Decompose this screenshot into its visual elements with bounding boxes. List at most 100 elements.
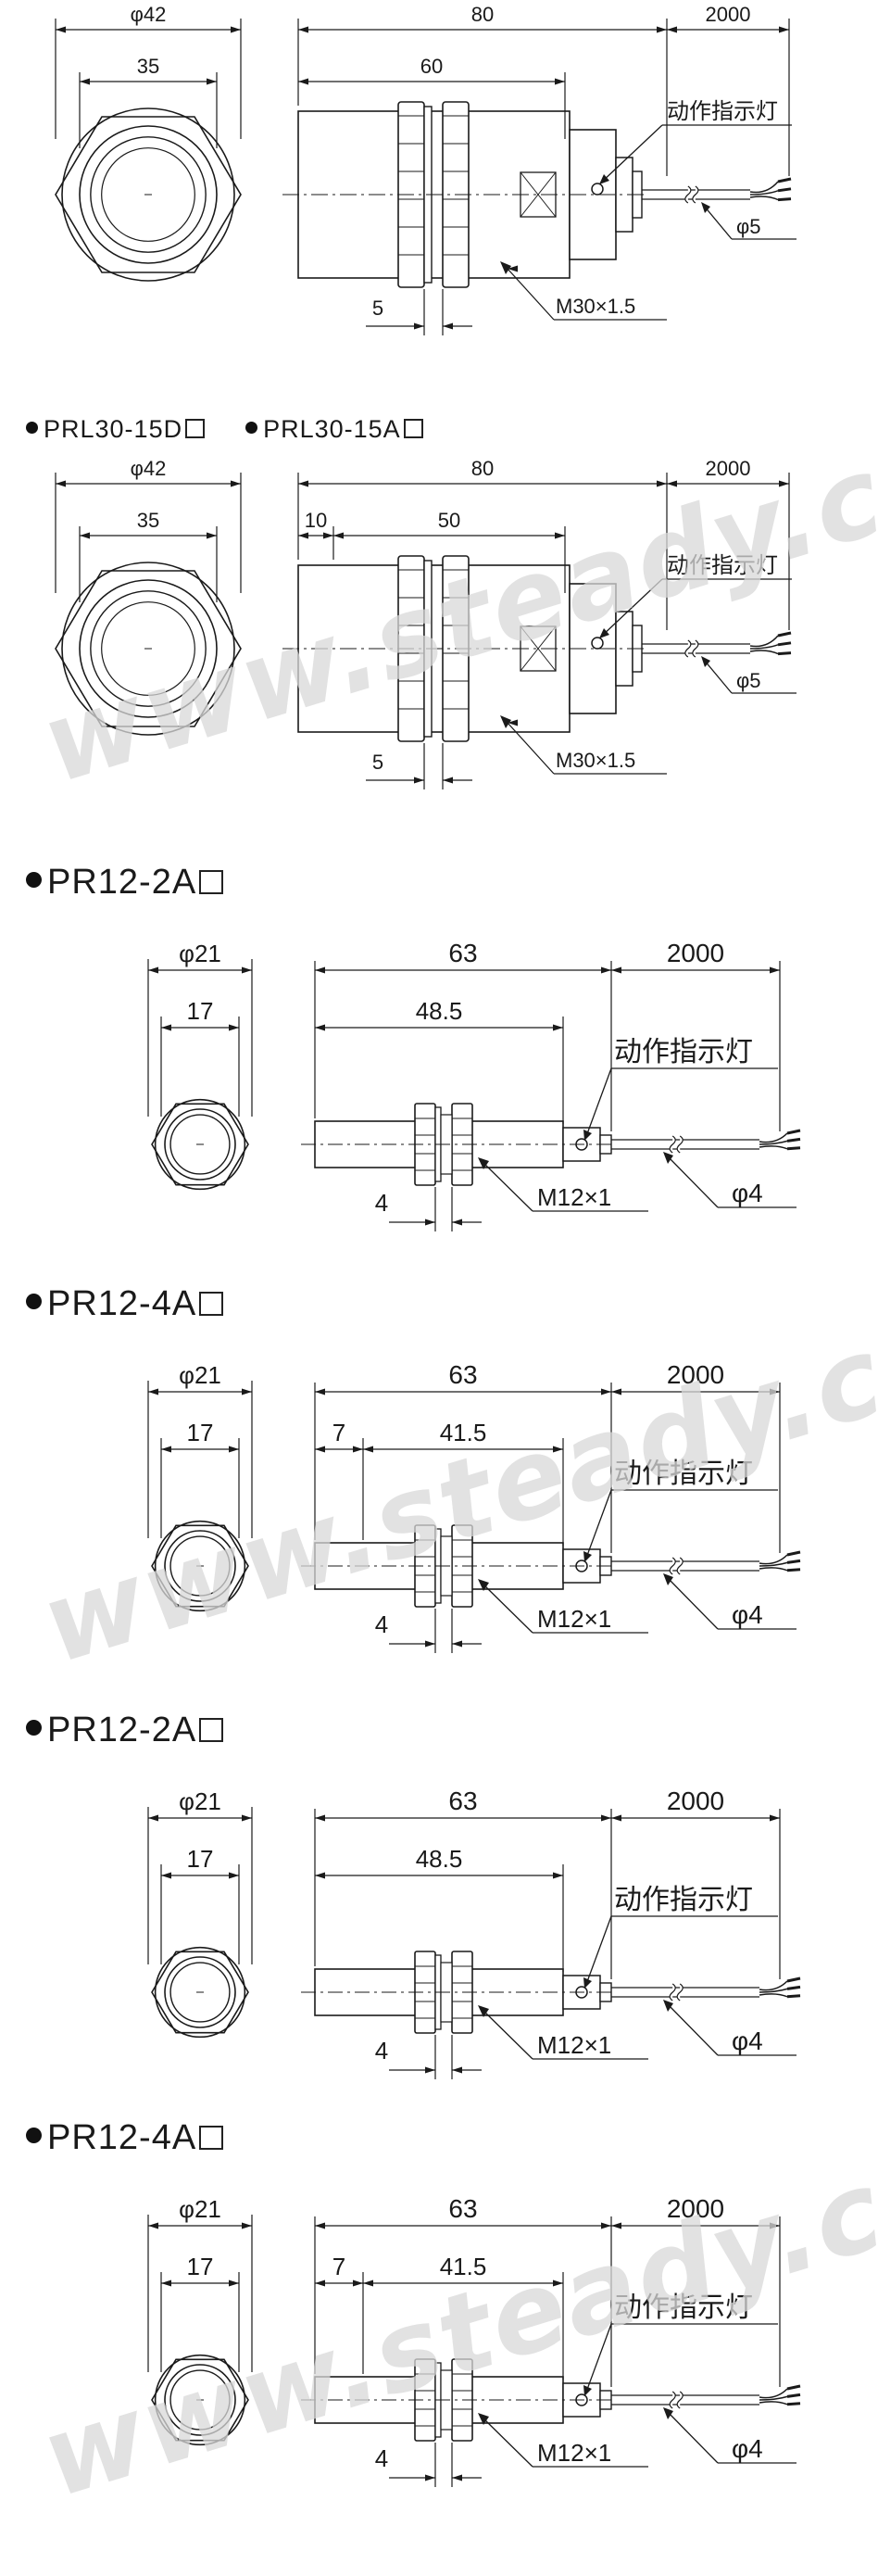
wire-lead: [759, 1140, 788, 1145]
dimension-arrowhead: [207, 78, 217, 85]
leader-arrow: [478, 2413, 489, 2425]
outer-diameter-dim-label: φ21: [179, 2195, 221, 2223]
dimension-arrowhead: [315, 2279, 325, 2287]
wire-lead: [759, 2401, 788, 2406]
dimension-arrowhead: [414, 322, 424, 330]
wire-lead: [749, 635, 779, 648]
leader-arrow: [500, 715, 511, 728]
dimension-arrowhead: [298, 532, 308, 539]
dimension-arrowhead: [555, 532, 565, 539]
leader-line: [666, 2410, 719, 2464]
cable-break-mark: [692, 639, 699, 658]
thread-circle: [79, 125, 218, 264]
inner-diameter-dim-label: 17: [187, 997, 214, 1025]
outer-circle: [154, 1098, 246, 1191]
leader-arrow: [701, 656, 710, 667]
total-length-dim-label: 80: [471, 457, 494, 480]
dimension-arrowhead: [443, 777, 453, 784]
wire-tip: [786, 2402, 801, 2406]
cable-diameter-label: φ4: [732, 1600, 763, 1629]
cable-break-mark: [676, 1557, 684, 1575]
thread-label: M12×1: [537, 2031, 611, 2059]
dimension-arrowhead: [80, 78, 90, 85]
dimension-arrowhead: [315, 1814, 325, 1822]
cable-length-dim-label: 2000: [667, 939, 724, 967]
dimension-arrowhead: [231, 26, 241, 33]
inner-diameter-dim-label: 35: [137, 55, 159, 78]
bullet-dot: [245, 422, 258, 434]
wire-lead: [759, 1993, 788, 1998]
wire-tip: [786, 1559, 801, 1564]
dimension-arrowhead: [56, 26, 66, 33]
label-cross: [520, 171, 557, 218]
front-segment-dim-label: 7: [332, 2253, 345, 2280]
dimension-arrowhead: [611, 966, 621, 974]
dimension-arrowhead: [601, 966, 611, 974]
outer-circle: [154, 2354, 246, 2446]
leader-arrow: [583, 2385, 592, 2396]
dimension-arrowhead: [452, 2066, 462, 2074]
dimension-arrowhead: [508, 265, 518, 272]
wire-tip: [786, 2384, 801, 2391]
wire-tip: [786, 1568, 801, 1572]
dimension-arrowhead: [363, 1446, 373, 1453]
leader-arrow: [663, 1152, 673, 1164]
model-code: PR12-4A: [47, 2118, 197, 2157]
inner-circle: [169, 1535, 231, 1597]
wire-lead: [749, 650, 779, 655]
nut-width-label: 4: [375, 2037, 388, 2065]
option-box: [199, 1292, 224, 1316]
dimension-arrowhead: [298, 480, 308, 487]
model-name: PR12-4A: [26, 2118, 224, 2157]
leader-line: [599, 578, 663, 638]
model-name: PR12-2A: [26, 863, 224, 902]
model-name: PR12-2A: [26, 1711, 224, 1749]
dimension-arrowhead: [229, 1024, 239, 1031]
dimension-arrowhead: [229, 1872, 239, 1879]
dimension-arrowhead: [425, 1640, 435, 1648]
dimension-arrowhead: [80, 532, 90, 539]
outer-circle: [154, 1520, 246, 1612]
cable-length-dim-label: 2000: [667, 1787, 724, 1815]
leader-line: [666, 1576, 719, 1630]
leader-arrow: [701, 202, 710, 213]
dimension-arrowhead: [667, 26, 677, 33]
thread-circle: [79, 579, 218, 718]
total-length-dim-label: 80: [471, 3, 494, 26]
thread-length-dim-label: 60: [420, 55, 443, 78]
total-length-dim-label: 63: [448, 939, 477, 967]
hex-nut-outline: [151, 1103, 249, 1186]
dimension-arrowhead: [452, 1640, 462, 1648]
leader-arrow: [599, 628, 609, 638]
wire-tip: [786, 2393, 801, 2398]
face-circle: [101, 147, 195, 242]
inner-diameter-dim-label: 17: [187, 2253, 214, 2280]
leader-arrow: [583, 1977, 592, 1989]
leader-arrow: [478, 1157, 489, 1169]
model-heading: PR12-2A: [26, 863, 224, 902]
bullet-dot: [26, 1720, 42, 1736]
dimension-arrowhead: [161, 1872, 171, 1879]
leader-arrow: [599, 174, 609, 184]
face-circle: [101, 601, 195, 696]
inner-circle: [169, 1114, 231, 1175]
thread-label: M12×1: [537, 1183, 611, 1211]
wire-lead: [759, 1561, 788, 1567]
thread-label: M12×1: [537, 1605, 611, 1633]
dimension-arrowhead: [242, 966, 252, 974]
thread-length-dim-label: 41.5: [440, 2253, 487, 2280]
wire-lead: [759, 1145, 788, 1150]
leader-arrow: [663, 2407, 673, 2419]
total-length-dim-label: 63: [448, 2194, 477, 2223]
wire-lead: [759, 1567, 788, 1572]
inner-circle: [90, 590, 207, 707]
leader-line: [666, 2002, 719, 2056]
cable-break-mark: [692, 185, 699, 204]
